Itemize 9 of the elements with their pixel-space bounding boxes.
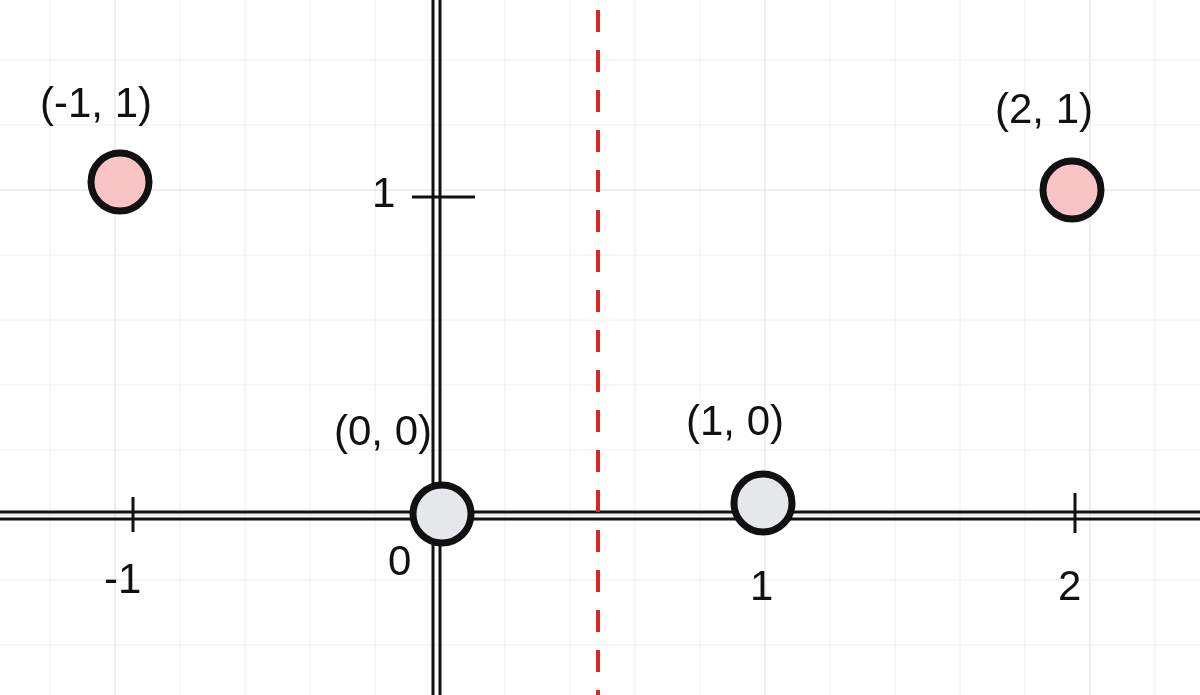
tick-label: 1 xyxy=(750,565,774,607)
coordinate-label: (1, 0) xyxy=(686,400,785,442)
tick-label: -1 xyxy=(104,558,142,600)
coordinate-label: (0, 0) xyxy=(334,410,433,452)
tick-label: 1 xyxy=(372,172,396,214)
tick-label: 2 xyxy=(1058,565,1082,607)
coordinate-label: (-1, 1) xyxy=(40,82,152,124)
coordinate-label: (2, 1) xyxy=(995,88,1094,130)
tick-label: 0 xyxy=(388,540,412,582)
